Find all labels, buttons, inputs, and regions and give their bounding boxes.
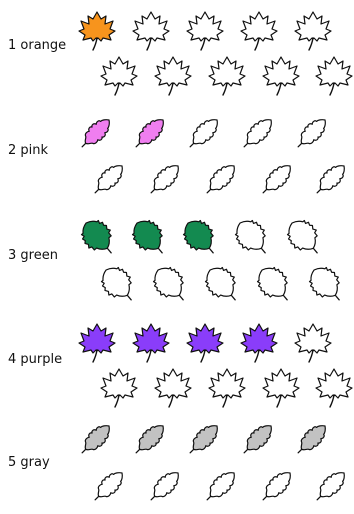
maple-leaf-icon (208, 56, 246, 96)
row-label-4: 4 purple (8, 352, 63, 367)
birch-leaf-icon (228, 213, 277, 263)
oak-leaf-icon (183, 113, 224, 154)
maple-leaf-icon (154, 56, 192, 96)
oak-leaf-icon (310, 159, 351, 200)
oak-leaf-icon (129, 113, 170, 154)
birch-leaf-icon (250, 260, 299, 310)
maple-leaf-icon (208, 368, 246, 408)
birch-leaf-icon (198, 260, 247, 310)
maple-leaf-icon (315, 368, 353, 408)
oak-leaf-icon (88, 159, 129, 200)
maple-leaf-icon (132, 11, 170, 51)
maple-leaf-icon (262, 56, 300, 96)
maple-leaf-icon (262, 368, 300, 408)
maple-leaf-icon (294, 11, 332, 51)
maple-leaf-icon (240, 323, 278, 363)
maple-leaf-icon (186, 323, 224, 363)
birch-leaf-icon (94, 260, 143, 310)
birch-leaf-icon (176, 213, 225, 263)
oak-leaf-icon (183, 419, 224, 460)
birch-leaf-icon (74, 213, 123, 263)
maple-leaf-icon (78, 11, 116, 51)
oak-leaf-icon (256, 159, 297, 200)
oak-leaf-icon (75, 419, 116, 460)
birch-leaf-icon (125, 213, 174, 263)
oak-leaf-icon (75, 113, 116, 154)
oak-leaf-icon (256, 466, 297, 507)
oak-leaf-icon (237, 113, 278, 154)
oak-leaf-icon (129, 419, 170, 460)
oak-leaf-icon (310, 466, 351, 507)
row-label-1: 1 orange (8, 38, 67, 53)
maple-leaf-icon (240, 11, 278, 51)
maple-leaf-icon (132, 323, 170, 363)
maple-leaf-icon (100, 368, 138, 408)
oak-leaf-icon (88, 466, 129, 507)
birch-leaf-icon (146, 260, 195, 310)
oak-leaf-icon (144, 466, 185, 507)
oak-leaf-icon (291, 419, 332, 460)
maple-leaf-icon (294, 323, 332, 363)
maple-leaf-icon (100, 56, 138, 96)
birch-leaf-icon (280, 213, 329, 263)
maple-leaf-icon (315, 56, 353, 96)
oak-leaf-icon (237, 419, 278, 460)
oak-leaf-icon (200, 159, 241, 200)
maple-leaf-icon (186, 11, 224, 51)
row-label-3: 3 green (8, 248, 58, 263)
row-label-5: 5 gray (8, 455, 50, 470)
maple-leaf-icon (154, 368, 192, 408)
oak-leaf-icon (144, 159, 185, 200)
maple-leaf-icon (78, 323, 116, 363)
oak-leaf-icon (200, 466, 241, 507)
oak-leaf-icon (291, 113, 332, 154)
row-label-2: 2 pink (8, 143, 49, 158)
birch-leaf-icon (302, 260, 351, 310)
